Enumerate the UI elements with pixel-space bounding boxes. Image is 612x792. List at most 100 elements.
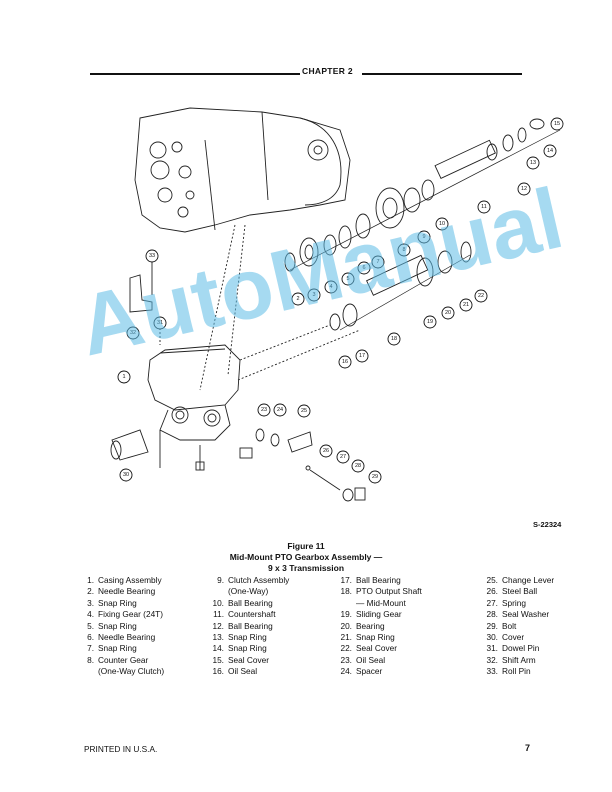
callout-15: 15 (550, 117, 564, 131)
svg-text:11: 11 (481, 204, 487, 210)
legend-item: 15.Seal Cover (212, 654, 270, 665)
callout-32: 32 (126, 326, 140, 340)
legend-item: 4.Fixing Gear (24T) (87, 609, 164, 620)
legend-item: 17.Ball Bearing (340, 575, 401, 585)
legend-item: 33.Roll Pin (486, 666, 531, 677)
legend-item-continuation: (One-Way) (228, 586, 269, 597)
callout-21: 21 (459, 298, 473, 312)
legend-item: 5.Snap Ring (87, 620, 137, 631)
svg-text:25: 25 (301, 408, 307, 414)
callout-17: 17 (355, 349, 369, 363)
header-rule-right (362, 73, 522, 75)
svg-text:10: 10 (439, 221, 445, 227)
callout-28: 28 (351, 459, 365, 473)
callout-31: 31 (153, 316, 167, 330)
svg-text:7: 7 (376, 259, 379, 265)
legend-item: 9.Clutch Assembly (217, 575, 290, 585)
parts-legend-col1: 1.Casing Assembly 2.Needle Bearing 3.Sna… (80, 575, 164, 678)
legend-item: 2.Needle Bearing (87, 586, 156, 597)
svg-text:8: 8 (402, 247, 405, 253)
svg-text:4: 4 (329, 284, 332, 290)
legend-item: 29.Bolt (486, 620, 517, 631)
callout-13: 13 (526, 156, 540, 170)
legend-item-continuation: — Mid-Mount (356, 597, 406, 608)
legend-item: 16.Oil Seal (212, 666, 258, 677)
svg-text:30: 30 (123, 472, 129, 478)
transmission-housing (134, 107, 351, 233)
svg-text:16: 16 (342, 359, 348, 365)
legend-item-continuation: (One-Way Clutch) (98, 666, 165, 677)
callout-27: 27 (336, 450, 350, 464)
callout-6: 6 (357, 261, 371, 275)
pto-gearbox-casing (147, 344, 241, 411)
chapter-title: CHAPTER 2 (302, 66, 353, 76)
callout-25: 25 (297, 404, 311, 418)
page-number: 7 (525, 743, 531, 753)
callout-7: 7 (371, 255, 385, 269)
callout-group: 1 2 3 4 5 6 7 8 9 10 11 12 13 14 15 16 1… (117, 117, 564, 484)
callout-5: 5 (341, 272, 355, 286)
callout-18: 18 (387, 332, 401, 346)
figure-caption-line2: Mid-Mount PTO Gearbox Assembly — (229, 552, 383, 562)
legend-item: 26.Steel Ball (486, 586, 538, 597)
callout-19: 19 (423, 315, 437, 329)
callout-9: 9 (417, 230, 431, 244)
callout-11: 11 (477, 200, 491, 214)
svg-text:3: 3 (312, 292, 315, 298)
chapter-header: CHAPTER 2 (90, 66, 522, 80)
parts-legend-col2: 9.Clutch Assembly (One-Way) 10.Ball Bear… (210, 575, 289, 678)
callout-29: 29 (368, 470, 382, 484)
printed-in-footer: PRINTED IN U.S.A. (84, 744, 158, 754)
legend-item: 12.Ball Bearing (212, 620, 273, 631)
svg-text:19: 19 (427, 319, 433, 325)
svg-text:29: 29 (372, 474, 378, 480)
legend-item: 1.Casing Assembly (87, 575, 162, 585)
callout-2: 2 (291, 292, 305, 306)
callout-8: 8 (397, 243, 411, 257)
svg-text:21: 21 (463, 302, 469, 308)
legend-item: 32.Shift Arm (486, 654, 536, 665)
legend-item: 19.Sliding Gear (340, 609, 402, 620)
callout-4: 4 (324, 280, 338, 294)
figure-caption-line3: 9 x 3 Transmission (267, 563, 345, 573)
callout-24: 24 (273, 403, 287, 417)
legend-item: 23.Oil Seal (340, 654, 386, 665)
svg-text:15: 15 (554, 121, 560, 127)
svg-text:18: 18 (391, 336, 397, 342)
svg-text:26: 26 (323, 448, 329, 454)
callout-14: 14 (543, 144, 557, 158)
svg-text:6: 6 (362, 265, 365, 271)
svg-text:33: 33 (149, 253, 155, 259)
legend-item: 24.Spacer (340, 666, 383, 677)
callout-1: 1 (117, 370, 131, 384)
svg-text:5: 5 (346, 276, 349, 282)
callout-26: 26 (319, 444, 333, 458)
legend-item: 31.Dowel Pin (486, 643, 540, 654)
legend-item: 3.Snap Ring (87, 597, 137, 608)
callout-10: 10 (435, 217, 449, 231)
legend-item: 8.Counter Gear (87, 654, 149, 665)
callout-3: 3 (307, 288, 321, 302)
svg-text:17: 17 (359, 353, 365, 359)
svg-text:14: 14 (547, 148, 553, 154)
figure-caption-title: Figure 11 (287, 541, 325, 551)
callout-12: 12 (517, 182, 531, 196)
legend-item: 11.Countershaft (213, 609, 276, 620)
legend-item: 27.Spring (486, 597, 526, 608)
legend-item: 21.Snap Ring (340, 632, 395, 643)
svg-text:31: 31 (157, 320, 163, 326)
legend-item: 20.Bearing (340, 620, 385, 631)
callout-20: 20 (441, 306, 455, 320)
svg-text:9: 9 (422, 234, 425, 240)
svg-text:1: 1 (122, 374, 125, 380)
svg-text:24: 24 (277, 407, 283, 413)
legend-item: 14.Snap Ring (212, 643, 267, 654)
legend-item: 30.Cover (486, 632, 525, 643)
callout-30: 30 (119, 468, 133, 482)
legend-item: 6.Needle Bearing (87, 632, 156, 643)
svg-text:2: 2 (296, 296, 299, 302)
figure-code: S-22324 (533, 520, 562, 529)
legend-item: 22.Seal Cover (340, 643, 398, 654)
parts-legend-col3: 17.Ball Bearing 18.PTO Output Shaft — Mi… (338, 575, 421, 678)
